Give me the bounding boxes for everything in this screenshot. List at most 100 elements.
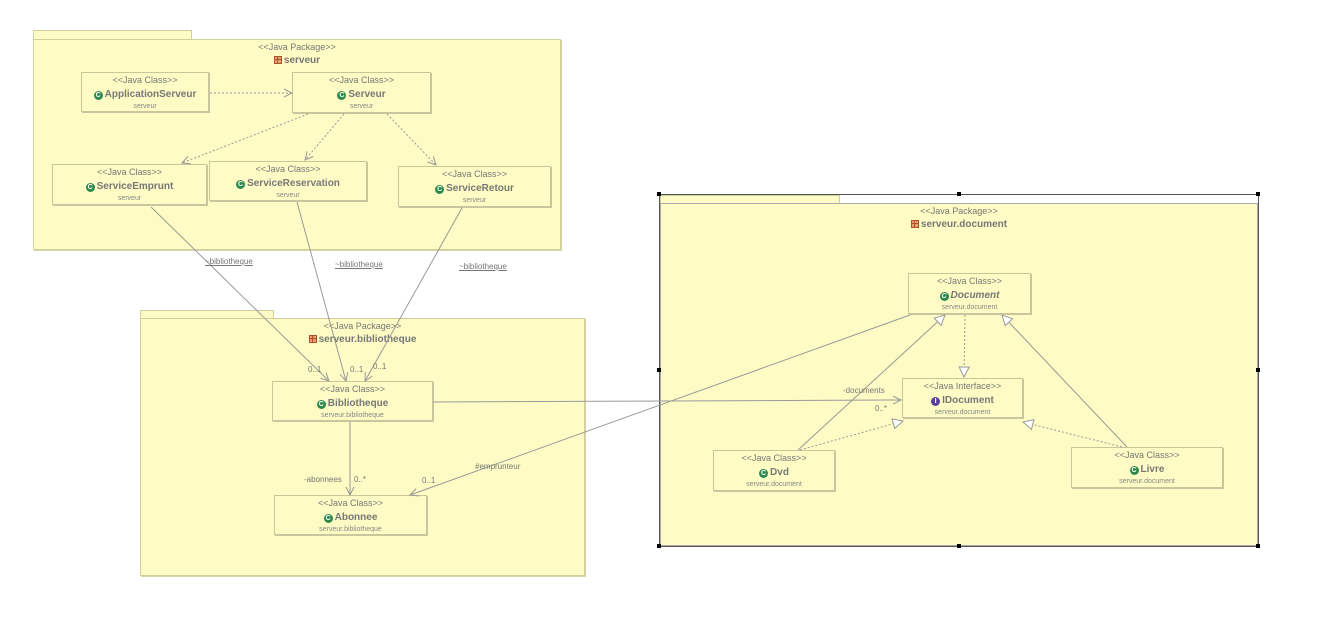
resize-handle-e[interactable] bbox=[1256, 368, 1260, 372]
class-name: Document bbox=[950, 290, 1000, 301]
class-stereotype: <<Java Interface>> bbox=[923, 381, 1002, 391]
realization-livre-idocument[interactable] bbox=[1023, 422, 1123, 448]
class-package: serveur.document bbox=[941, 304, 998, 311]
class-name: Abonnee bbox=[334, 512, 378, 523]
interface-icon: I bbox=[931, 397, 941, 406]
resize-handle-w[interactable] bbox=[657, 368, 661, 372]
association-reservation-bibliotheque[interactable] bbox=[296, 201, 346, 381]
class-package: serveur bbox=[349, 103, 374, 110]
package-name: serveur.bibliotheque bbox=[141, 334, 584, 345]
class-icon: C bbox=[316, 400, 326, 409]
class-icon: C bbox=[93, 91, 103, 100]
package-icon bbox=[910, 220, 919, 228]
class-package: serveur.document bbox=[934, 409, 991, 416]
class-stereotype: <<Java Class>> bbox=[96, 167, 163, 177]
class-stereotype: <<Java Class>> bbox=[317, 498, 384, 508]
package-icon bbox=[273, 56, 282, 64]
package-name: serveur.document bbox=[661, 219, 1257, 230]
association-retour-bibliotheque[interactable] bbox=[365, 207, 463, 381]
dependency-serveur-to-service-emprunt[interactable] bbox=[182, 113, 309, 163]
class-icon: C bbox=[323, 514, 333, 523]
role-label-emprunt: ~bibliotheque bbox=[205, 257, 253, 266]
package-tab-serveur bbox=[33, 30, 192, 40]
class-name: Bibliotheque bbox=[327, 398, 389, 409]
resize-handle-s[interactable] bbox=[957, 544, 961, 548]
generalization-livre-document[interactable] bbox=[1002, 315, 1128, 448]
class-name: ApplicationServeur bbox=[104, 89, 197, 100]
class-package: serveur bbox=[462, 197, 487, 204]
class-package: serveur bbox=[117, 195, 142, 202]
class-name: ServiceEmprunt bbox=[96, 181, 174, 192]
class-icon: C bbox=[435, 185, 445, 194]
class-name: Dvd bbox=[770, 467, 789, 478]
dependency-serveur-to-service-retour[interactable] bbox=[386, 113, 436, 165]
multiplicity-abonnees: 0..* bbox=[354, 475, 367, 484]
package-stereotype: <<Java Package>> bbox=[323, 321, 402, 331]
resize-handle-n[interactable] bbox=[957, 192, 961, 196]
class-icon: C bbox=[759, 469, 769, 478]
class-package: serveur.bibliotheque bbox=[321, 412, 384, 419]
package-name: serveur bbox=[34, 55, 560, 66]
class-stereotype: <<Java Class>> bbox=[936, 276, 1003, 286]
class-icon: C bbox=[337, 91, 347, 100]
class-package: serveur.bibliotheque bbox=[319, 526, 382, 533]
resize-handle-ne[interactable] bbox=[1256, 192, 1260, 196]
class-name: ServiceReservation bbox=[247, 178, 340, 189]
package-stereotype: <<Java Package>> bbox=[258, 42, 336, 52]
class-icon: C bbox=[85, 183, 95, 192]
class-stereotype: <<Java Class>> bbox=[441, 169, 508, 179]
class-stereotype: <<Java Class>> bbox=[255, 164, 321, 174]
class-package: serveur.document bbox=[746, 481, 802, 488]
class-name: Livre bbox=[1140, 464, 1165, 475]
role-label-reservation: ~bibliotheque bbox=[335, 260, 383, 269]
generalization-dvd-document[interactable] bbox=[797, 315, 945, 451]
class-stereotype: <<Java Class>> bbox=[328, 75, 395, 85]
package-icon bbox=[308, 335, 317, 343]
class-name: ServiceRetour bbox=[446, 183, 514, 194]
class-icon: C bbox=[236, 180, 246, 189]
package-stereotype: <<Java Package>> bbox=[920, 206, 998, 216]
dependency-serveur-to-service-reservation[interactable] bbox=[305, 113, 345, 160]
class-name: IDocument bbox=[942, 395, 994, 406]
resize-handle-sw[interactable] bbox=[657, 544, 661, 548]
multiplicity-documents: 0..* bbox=[875, 404, 888, 413]
multiplicity-retour: 0..1 bbox=[373, 362, 387, 371]
realization-dvd-idocument[interactable] bbox=[799, 421, 903, 451]
multiplicity-emprunt: 0..1 bbox=[308, 365, 322, 374]
class-stereotype: <<Java Class>> bbox=[741, 453, 807, 463]
association-bibliotheque-idocument[interactable] bbox=[432, 400, 901, 402]
class-stereotype: <<Java Class>> bbox=[112, 75, 178, 85]
role-label-emprunteur: #emprunteur bbox=[475, 462, 521, 471]
association-document-abonnee[interactable] bbox=[410, 314, 911, 495]
multiplicity-emprunteur: 0..1 bbox=[422, 476, 436, 485]
multiplicity-reservation: 0..1 bbox=[350, 365, 364, 374]
role-label-abonnees: -abonnees bbox=[304, 475, 342, 484]
abstract-class-icon: C bbox=[939, 292, 949, 301]
resize-handle-nw[interactable] bbox=[657, 192, 661, 196]
class-icon: C bbox=[1129, 466, 1139, 475]
class-stereotype: <<Java Class>> bbox=[1114, 450, 1180, 460]
class-name: Serveur bbox=[348, 89, 386, 100]
association-emprunt-bibliotheque[interactable] bbox=[150, 206, 329, 381]
resize-handle-se[interactable] bbox=[1256, 544, 1260, 548]
package-tab-document bbox=[660, 195, 840, 204]
class-package: serveur bbox=[133, 103, 157, 110]
package-tab-bibliotheque bbox=[140, 310, 274, 319]
role-label-documents: -documents bbox=[843, 386, 885, 395]
role-label-retour: ~bibliotheque bbox=[459, 262, 507, 271]
class-package: serveur bbox=[276, 192, 300, 199]
class-package: serveur.document bbox=[1119, 478, 1175, 485]
realization-document-idocument[interactable] bbox=[964, 314, 965, 377]
